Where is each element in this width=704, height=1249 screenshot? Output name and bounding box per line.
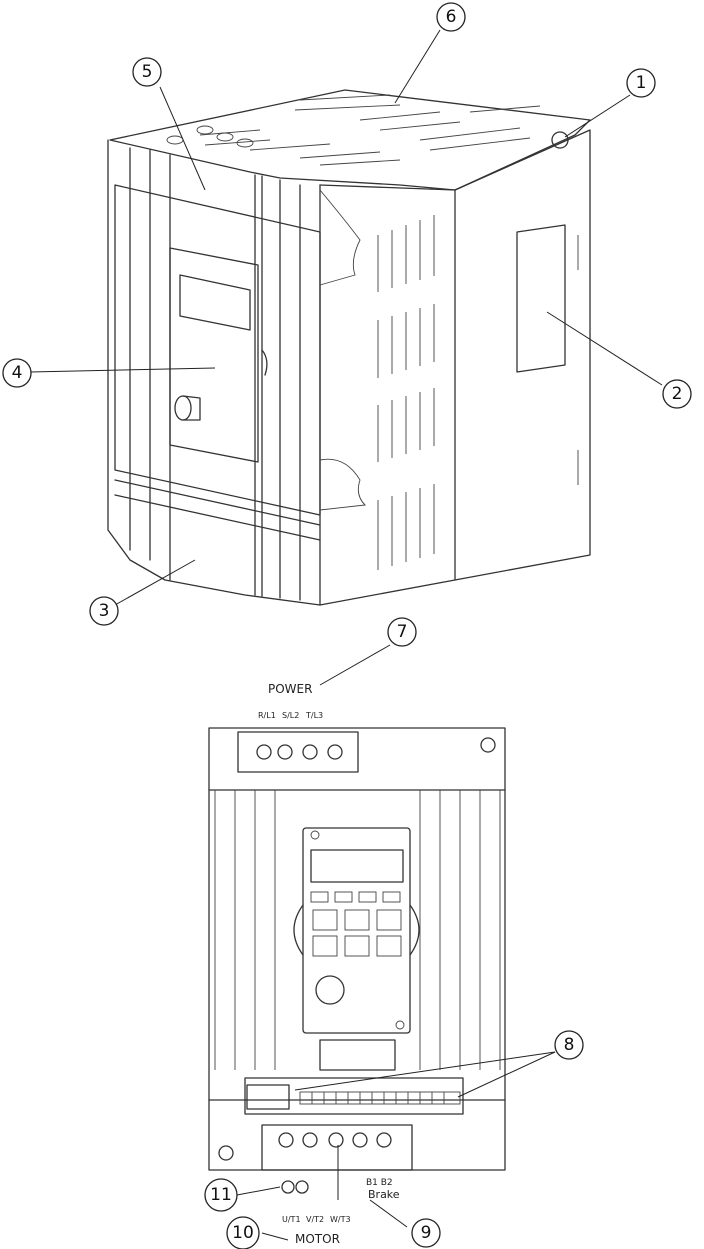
- motor-term-w: W/T3: [330, 1215, 351, 1224]
- callout-number: 1: [636, 73, 647, 93]
- power-term-r: R/L1: [258, 711, 276, 720]
- motor-label: MOTOR: [295, 1232, 340, 1246]
- callout-11: 11: [204, 1178, 238, 1212]
- callout-4: 4: [2, 358, 32, 388]
- front-drive-view: POWER R/L1 S/L2 T/L3 MOTOR U/T1 V/T2 W/T…: [208, 682, 506, 1246]
- potentiometer-knob-icon: [315, 975, 345, 1005]
- power-label: POWER: [268, 682, 312, 696]
- callout-7: 7: [387, 617, 417, 647]
- callout-number: 10: [232, 1223, 254, 1243]
- control-terminal-strip: [244, 1077, 464, 1115]
- callout-number: 2: [672, 384, 683, 404]
- mounting-hole-icon: [480, 737, 496, 753]
- power-term-s: S/L2: [282, 711, 299, 720]
- brake-terms: B1 B2: [366, 1178, 393, 1188]
- motor-terminal-block: [261, 1124, 413, 1194]
- motor-term-u: U/T1: [282, 1215, 301, 1224]
- motor-term-v: V/T2: [306, 1215, 324, 1224]
- top-vent-slots: [166, 94, 541, 166]
- callout-10: 10: [226, 1216, 260, 1249]
- callout-3: 3: [89, 596, 119, 626]
- callout-6: 6: [436, 2, 466, 32]
- callout-5: 5: [132, 57, 162, 87]
- callout-number: 4: [12, 363, 23, 383]
- callout-number: 11: [210, 1185, 232, 1205]
- isometric-drive-view: [107, 89, 591, 606]
- callout-number: 7: [397, 622, 408, 642]
- callout-2: 2: [662, 379, 692, 409]
- side-vent-slots: [377, 215, 435, 570]
- power-term-t: T/L3: [305, 711, 323, 720]
- callout-number: 5: [142, 62, 153, 82]
- callout-number: 3: [99, 601, 110, 621]
- mounting-hole-icon: [218, 1145, 234, 1161]
- callout-number: 8: [564, 1035, 575, 1055]
- ground-icon: [281, 1180, 295, 1194]
- leader-lines: [29, 29, 663, 1241]
- callout-8: 8: [554, 1030, 584, 1060]
- power-terminal-block: [237, 731, 359, 773]
- keypad-module: [293, 827, 420, 1034]
- callout-number: 6: [446, 7, 457, 27]
- ground-icon: [295, 1180, 309, 1194]
- brake-label: Brake: [368, 1188, 400, 1201]
- callout-1: 1: [626, 68, 656, 98]
- callout-number: 9: [421, 1223, 432, 1243]
- callout-9: 9: [411, 1218, 441, 1248]
